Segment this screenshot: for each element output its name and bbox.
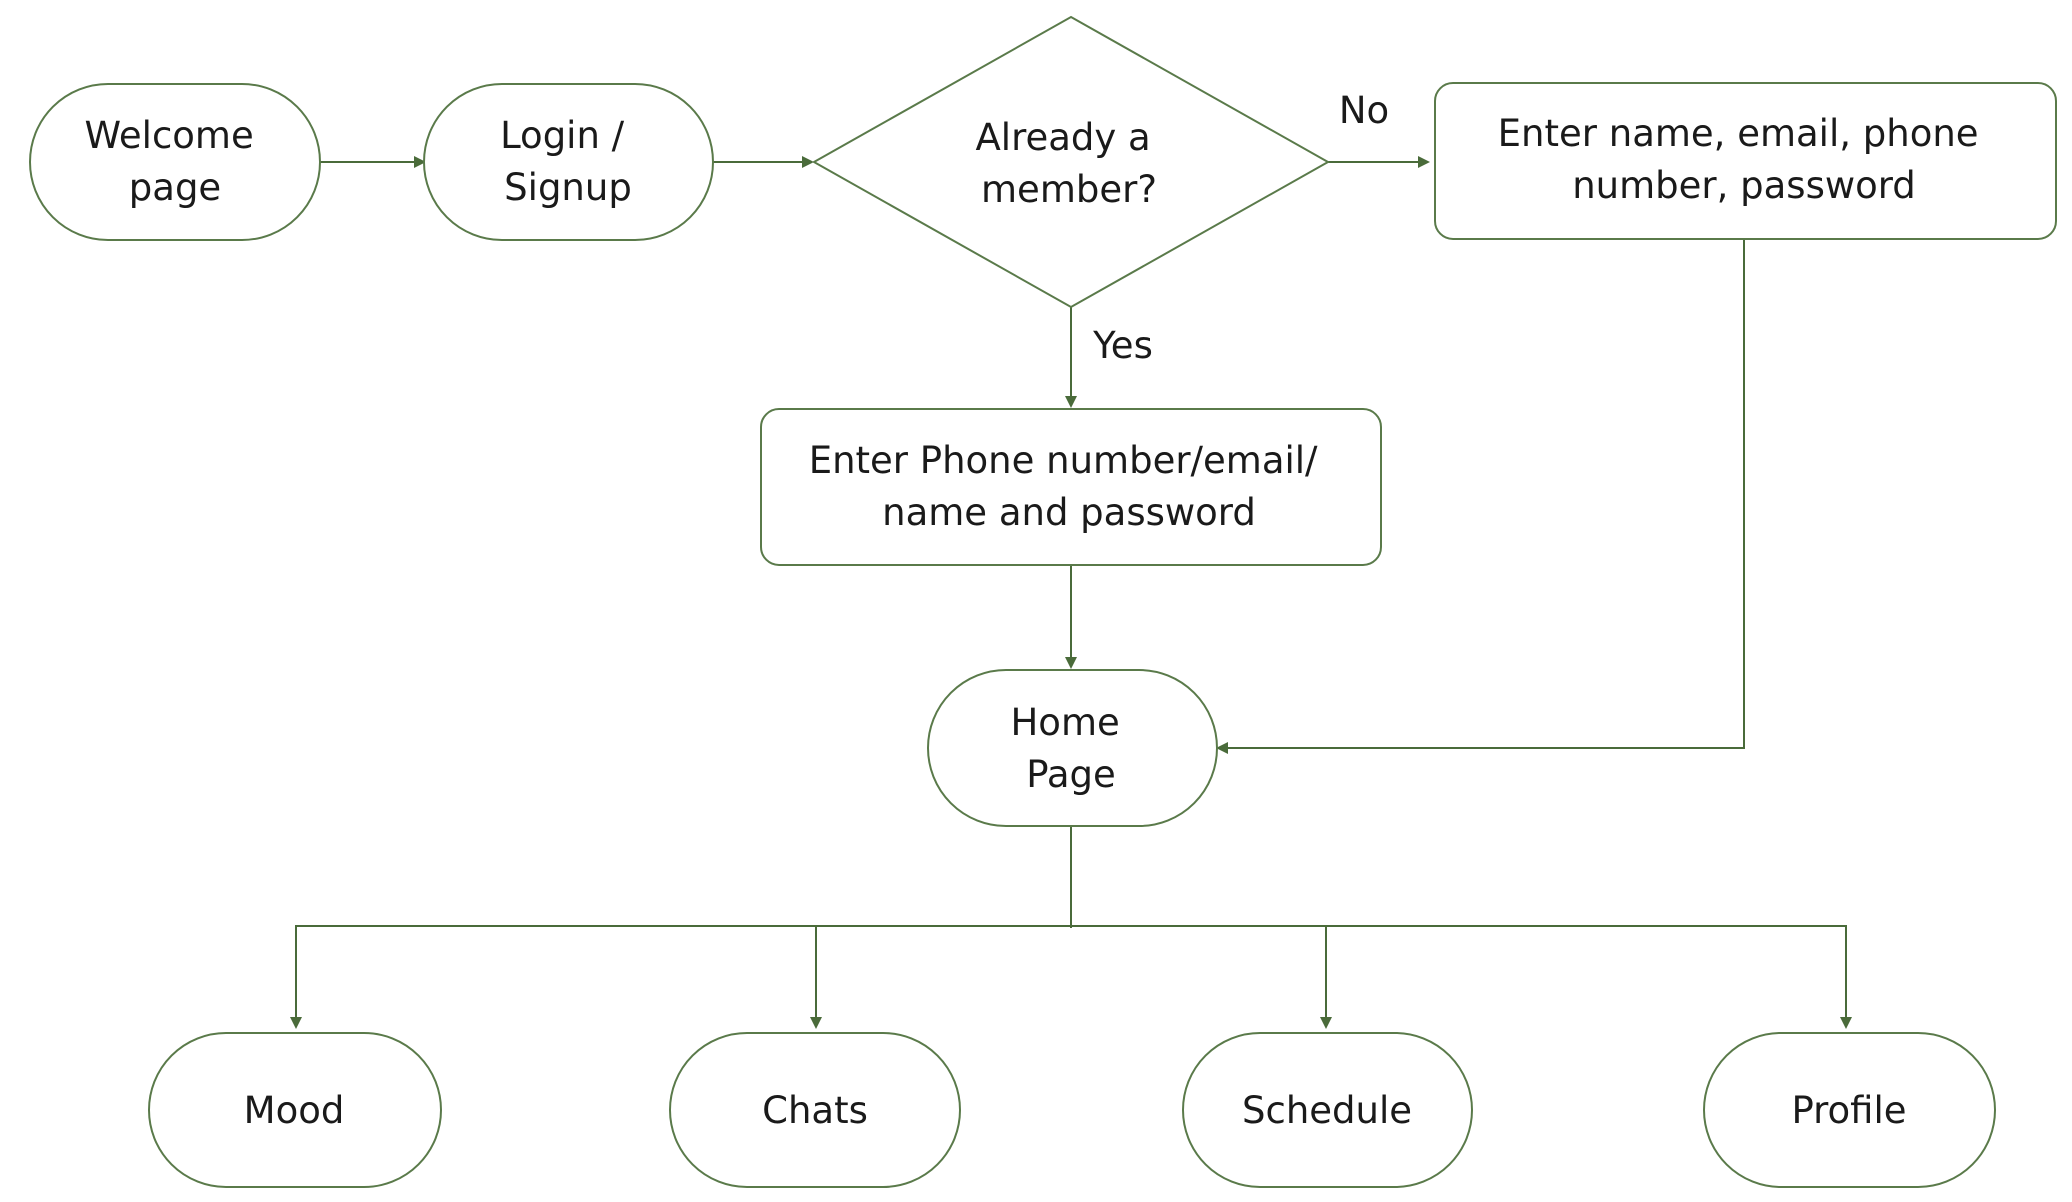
svg-text:Chats: Chats xyxy=(762,1089,868,1132)
node-chats-label: Chats xyxy=(762,1089,868,1132)
node-login-form: Enter Phone number/email/ name and passw… xyxy=(760,408,1382,566)
node-welcome-line-1: Welcome xyxy=(84,114,253,157)
svg-text:Schedule: Schedule xyxy=(1242,1089,1412,1132)
svg-text:Welcome page: Welcome page xyxy=(84,114,265,209)
svg-text:Profile: Profile xyxy=(1791,1089,1906,1132)
node-chats: Chats xyxy=(669,1032,961,1188)
edge-label-no: No xyxy=(1339,89,1389,132)
node-already-member-decision: Already a member? xyxy=(811,15,1331,309)
node-mood: Mood xyxy=(148,1032,442,1188)
node-profile: Profile xyxy=(1703,1032,1996,1188)
node-login-line-1: Login / xyxy=(500,114,625,157)
svg-text:Login / Signup: Login / Signup xyxy=(500,114,636,209)
node-login-signup: Login / Signup xyxy=(423,83,714,241)
node-signup-line-1: Enter name, email, phone xyxy=(1498,112,1979,155)
node-signup-line-2: number, password xyxy=(1572,164,1916,207)
svg-text:Home Page: Home Page xyxy=(1010,701,1131,796)
node-home-line-1: Home xyxy=(1010,701,1119,744)
node-home-line-2: Page xyxy=(1026,753,1116,796)
edge-label-yes: Yes xyxy=(1092,324,1153,367)
svg-text:Already a member?: Already a member? xyxy=(975,116,1162,211)
node-login-form-line-2: name and password xyxy=(882,491,1256,534)
node-schedule: Schedule xyxy=(1182,1032,1473,1188)
node-login-line-2: Signup xyxy=(504,166,632,209)
node-login-form-line-1: Enter Phone number/email/ xyxy=(809,439,1318,482)
node-welcome-page: Welcome page xyxy=(29,83,321,241)
node-welcome-line-2: page xyxy=(129,166,221,209)
svg-text:Enter name, email, phone: Enter name, email, phone number, passwor… xyxy=(1498,112,1991,207)
connectors xyxy=(290,156,1852,1029)
node-schedule-label: Schedule xyxy=(1242,1089,1412,1132)
svg-text:Mood: Mood xyxy=(244,1089,345,1132)
edge-signup-form-to-home xyxy=(1216,239,1745,754)
node-home-page: Home Page xyxy=(927,669,1218,827)
node-mood-label: Mood xyxy=(244,1089,345,1132)
node-profile-label: Profile xyxy=(1791,1089,1906,1132)
node-signup-form: Enter name, email, phone number, passwor… xyxy=(1434,82,2057,240)
node-decision-line-1: Already a xyxy=(975,116,1150,159)
svg-text:Enter Phone number/email/: Enter Phone number/email/ name and passw… xyxy=(809,439,1330,534)
node-decision-line-2: member? xyxy=(981,168,1157,211)
